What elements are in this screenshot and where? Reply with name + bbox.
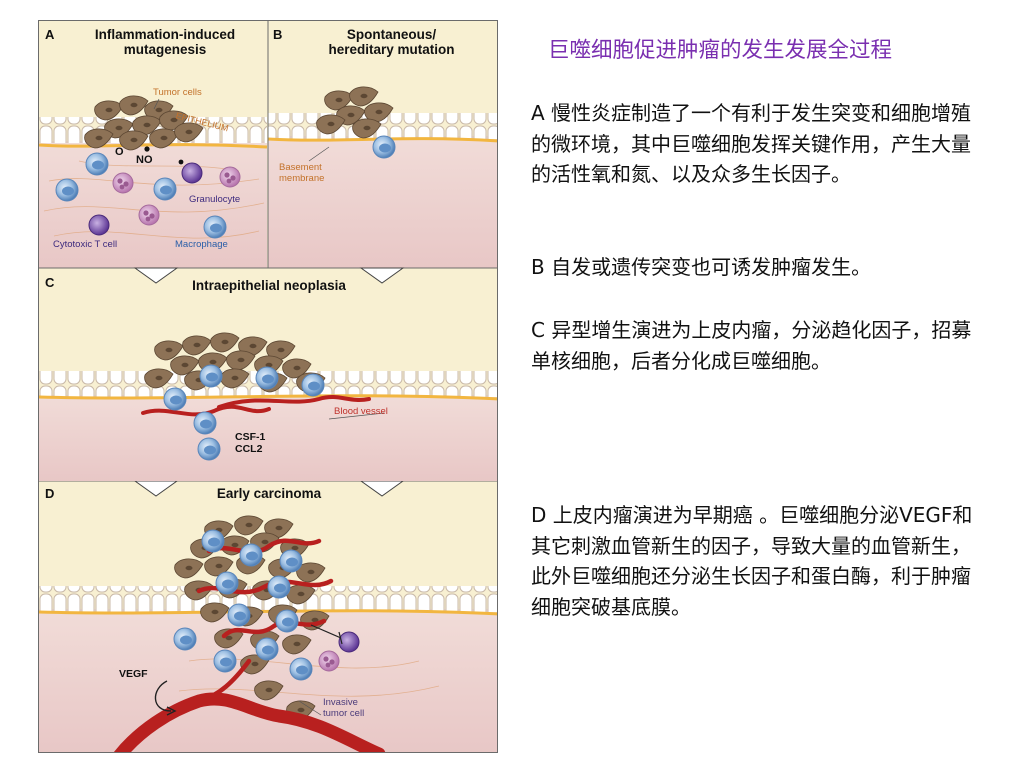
- basement-membrane-label: Basement membrane: [279, 162, 325, 184]
- cytokines-label: CSF-1 CCL2: [235, 431, 266, 455]
- vegf-label: VEGF: [119, 668, 148, 680]
- granulocyte-label: Granulocyte: [189, 194, 241, 205]
- pathology-figure: A Inflammation-induced mutagenesis B Spo…: [38, 20, 498, 753]
- invasive-tumor-cell-label: Invasive tumor cell: [323, 697, 365, 719]
- panel-d-title: Early carcinoma: [216, 486, 322, 501]
- panel-d-art: [39, 515, 497, 752]
- paragraph-c: C 异型增生演进为上皮内瘤，分泌趋化因子，招募单核细胞，后者分化成巨噬细胞。: [531, 318, 972, 373]
- slide-title: 巨噬细胞促进肿瘤的发生发展全过程: [548, 38, 893, 63]
- panel-a-title: Inflammation-induced mutagenesis: [94, 27, 236, 57]
- paragraph-b: B 自发或遗传突变也可诱发肿瘤发生。: [531, 255, 872, 279]
- panel-b-title: Spontaneous/ hereditary mutation: [328, 27, 455, 57]
- paragraph-a: A 慢性炎症制造了一个有利于发生突变和细胞增殖的微环境，其中巨噬细胞发挥关键作用…: [531, 101, 972, 186]
- panel-c-letter: C: [45, 275, 55, 290]
- panel-a-art: [39, 95, 268, 268]
- tumor-cells-label: Tumor cells: [153, 87, 202, 98]
- panel-a-letter: A: [45, 27, 55, 42]
- o-radical-label: O: [115, 146, 124, 158]
- macrophage-label: Macrophage: [175, 239, 228, 250]
- panel-d-letter: D: [45, 486, 55, 501]
- blood-vessel-label: Blood vessel: [334, 406, 388, 417]
- paragraph-d: D 上皮内瘤演进为早期癌 。巨噬细胞分泌VEGF和其它刺激血管新生的因子，导致大…: [531, 503, 973, 619]
- no-radical-label: NO: [136, 154, 153, 166]
- figure-art: [39, 21, 497, 752]
- panel-c-art: [39, 332, 497, 481]
- cytotoxic-t-label: Cytotoxic T cell: [53, 239, 118, 250]
- panel-b-letter: B: [273, 27, 283, 42]
- panel-b-art: [267, 86, 497, 268]
- panel-c-title: Intraepithelial neoplasia: [192, 278, 346, 293]
